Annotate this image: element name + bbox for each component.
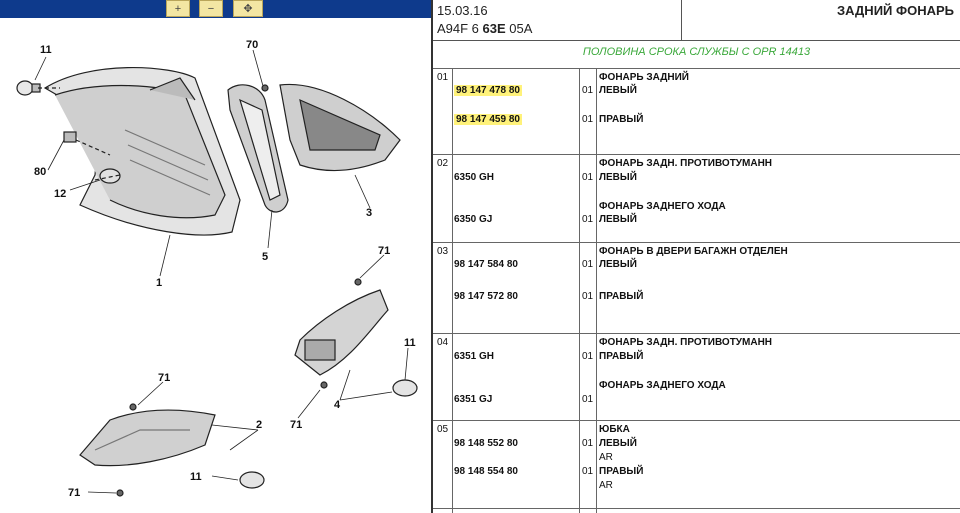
- part-position: AR: [599, 480, 613, 491]
- part-number[interactable]: 98 147 459 80: [454, 114, 522, 125]
- callout-5: 5: [262, 251, 268, 263]
- part-side: ЛЕВЫЙ: [599, 85, 637, 96]
- callout-11b: 11: [404, 337, 416, 349]
- callout-71d: 71: [68, 487, 80, 499]
- part-side: ЛЕВЫЙ: [599, 438, 637, 449]
- callout-3: 3: [366, 207, 372, 219]
- part-desc: ФОНАРЬ ЗАДН. ПРОТИВОТУМАНН: [599, 158, 773, 169]
- part-number[interactable]: 6351 GJ: [454, 394, 493, 405]
- part-number[interactable]: 6351 GH: [454, 351, 495, 362]
- part-position: AR: [599, 452, 613, 463]
- zoom-out-icon[interactable]: −: [199, 0, 223, 17]
- callout-1: 1: [156, 277, 162, 289]
- part-desc: ФОНАРЬ ЗАДНЕГО ХОДА: [599, 201, 726, 212]
- group-num: 01: [437, 72, 449, 83]
- qty: 01: [582, 172, 594, 183]
- part-number[interactable]: 98 148 552 80: [454, 438, 518, 449]
- qty: 01: [582, 291, 594, 302]
- zoom-in-icon[interactable]: +: [166, 0, 190, 17]
- bulb-11c-shape: [239, 471, 265, 489]
- group-num: 03: [437, 246, 449, 257]
- callout-71a: 71: [378, 245, 390, 257]
- part-desc: ФОНАРЬ В ДВЕРИ БАГАЖН ОТДЕЛЕН: [599, 246, 788, 257]
- callout-70: 70: [246, 39, 258, 51]
- part-number[interactable]: 6350 GH: [454, 172, 495, 183]
- panel-divider[interactable]: [431, 0, 433, 513]
- callout-2: 2: [256, 419, 262, 431]
- group-num: 05: [437, 424, 449, 435]
- qty: 01: [582, 394, 594, 405]
- page-title: ЗАДНИЙ ФОНАРЬ: [837, 3, 954, 18]
- part-number[interactable]: 6350 GJ: [454, 214, 493, 225]
- callout-4: 4: [334, 399, 341, 411]
- qty: 01: [582, 114, 594, 125]
- callout-80: 80: [34, 166, 46, 178]
- diagram-toolbar: + − ✥: [0, 0, 431, 18]
- group-num: 02: [437, 158, 449, 169]
- skirt-2-shape: [79, 409, 216, 467]
- bulb-11b-shape: [392, 379, 418, 397]
- service-life-note: ПОЛОВИНА СРОКА СЛУЖБЫ С OPR 14413: [582, 46, 811, 58]
- callout-11a: 11: [40, 44, 52, 56]
- diagram-panel: + − ✥: [0, 0, 431, 513]
- part-side: ПРАВЫЙ: [599, 466, 644, 477]
- part-side: ЛЕВЫЙ: [599, 172, 637, 183]
- zoom-pan-icon[interactable]: ✥: [233, 0, 263, 17]
- qty: 01: [582, 259, 594, 270]
- part-desc: ЮБКА: [599, 424, 630, 435]
- part-desc: ФОНАРЬ ЗАДНИЙ: [599, 72, 689, 83]
- bulb-11-shape: [16, 80, 34, 96]
- callout-12: 12: [54, 188, 66, 200]
- part-side: ЛЕВЫЙ: [599, 259, 637, 270]
- part-number[interactable]: 98 147 584 80: [454, 259, 518, 270]
- qty: 01: [582, 438, 594, 449]
- qty: 01: [582, 351, 594, 362]
- part-number[interactable]: 98 147 572 80: [454, 291, 518, 302]
- fog-lamp-4-shape: [294, 289, 389, 376]
- part-number[interactable]: 98 147 478 80: [454, 85, 522, 96]
- socket-80-shape: [63, 131, 77, 143]
- part-side: ПРАВЫЙ: [599, 114, 644, 125]
- catalog-code: A94F 6 63E 05A: [437, 21, 533, 36]
- callout-71b: 71: [290, 419, 302, 431]
- parts-list-panel: 15.03.16 A94F 6 63E 05A ЗАДНИЙ ФОНАРЬ ПО…: [433, 0, 960, 513]
- catalog-date: 15.03.16: [437, 3, 488, 18]
- qty: 01: [582, 214, 594, 225]
- qty: 01: [582, 85, 594, 96]
- parts-diagram: 11 80 12 70 5 3 1 71 11 4 71 71 2 11 71: [16, 39, 418, 499]
- part-side: ЛЕВЫЙ: [599, 214, 637, 225]
- part-desc: ФОНАРЬ ЗАДНЕГО ХОДА: [599, 380, 726, 391]
- callout-11c: 11: [190, 471, 202, 483]
- part-side: ПРАВЫЙ: [599, 291, 644, 302]
- bulb-12-shape: [99, 168, 121, 184]
- part-number[interactable]: 98 148 554 80: [454, 466, 518, 477]
- group-num: 04: [437, 337, 449, 348]
- part-side: ПРАВЫЙ: [599, 351, 644, 362]
- qty: 01: [582, 466, 594, 477]
- callout-71c: 71: [158, 372, 170, 384]
- part-desc: ФОНАРЬ ЗАДН. ПРОТИВОТУМАНН: [599, 337, 773, 348]
